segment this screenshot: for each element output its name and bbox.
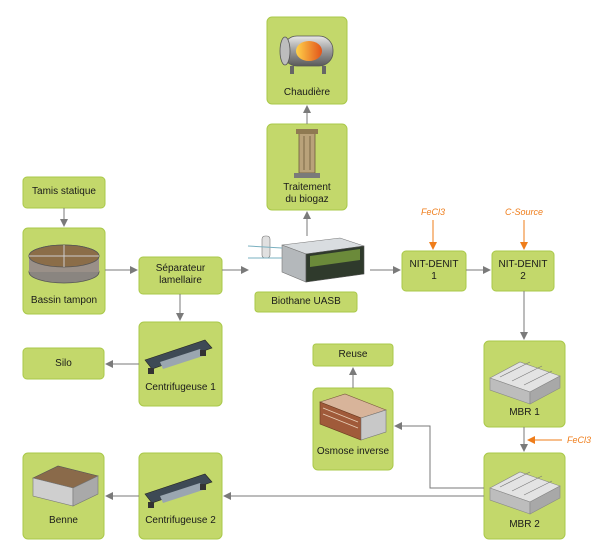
- boiler-icon: [279, 35, 334, 74]
- nitdenit2-box: [491, 250, 555, 292]
- flow-arrows: [60, 105, 528, 500]
- membrane-bioreactor-icon: [489, 471, 561, 515]
- silo-box: [22, 347, 105, 380]
- node-boxes: [22, 16, 566, 540]
- centrifuge-icon: [144, 473, 213, 508]
- separateur-box: [138, 256, 223, 295]
- reagent-arrows: [429, 220, 562, 444]
- reagent-fecl3-label: FeCl3: [420, 207, 445, 217]
- biothane-box: [254, 291, 358, 313]
- reverse-osmosis-icon: [319, 393, 387, 441]
- uasb-reactor-icon: [247, 235, 365, 283]
- reagent-csource-label: C-Source: [504, 207, 543, 217]
- reagent-fecl3-mbr-label: FeCl3: [566, 435, 591, 445]
- arrow-mbr2-osmose: [394, 422, 484, 489]
- centrifuge-icon: [144, 339, 213, 374]
- membrane-bioreactor-icon: [489, 361, 561, 405]
- reuse-box: [312, 343, 394, 367]
- biogas-tower-icon: [294, 129, 320, 178]
- tamis-box: [22, 176, 106, 209]
- dumpster-icon: [32, 465, 99, 507]
- round-tank-icon: [28, 244, 100, 284]
- nitdenit1-box: [401, 250, 467, 292]
